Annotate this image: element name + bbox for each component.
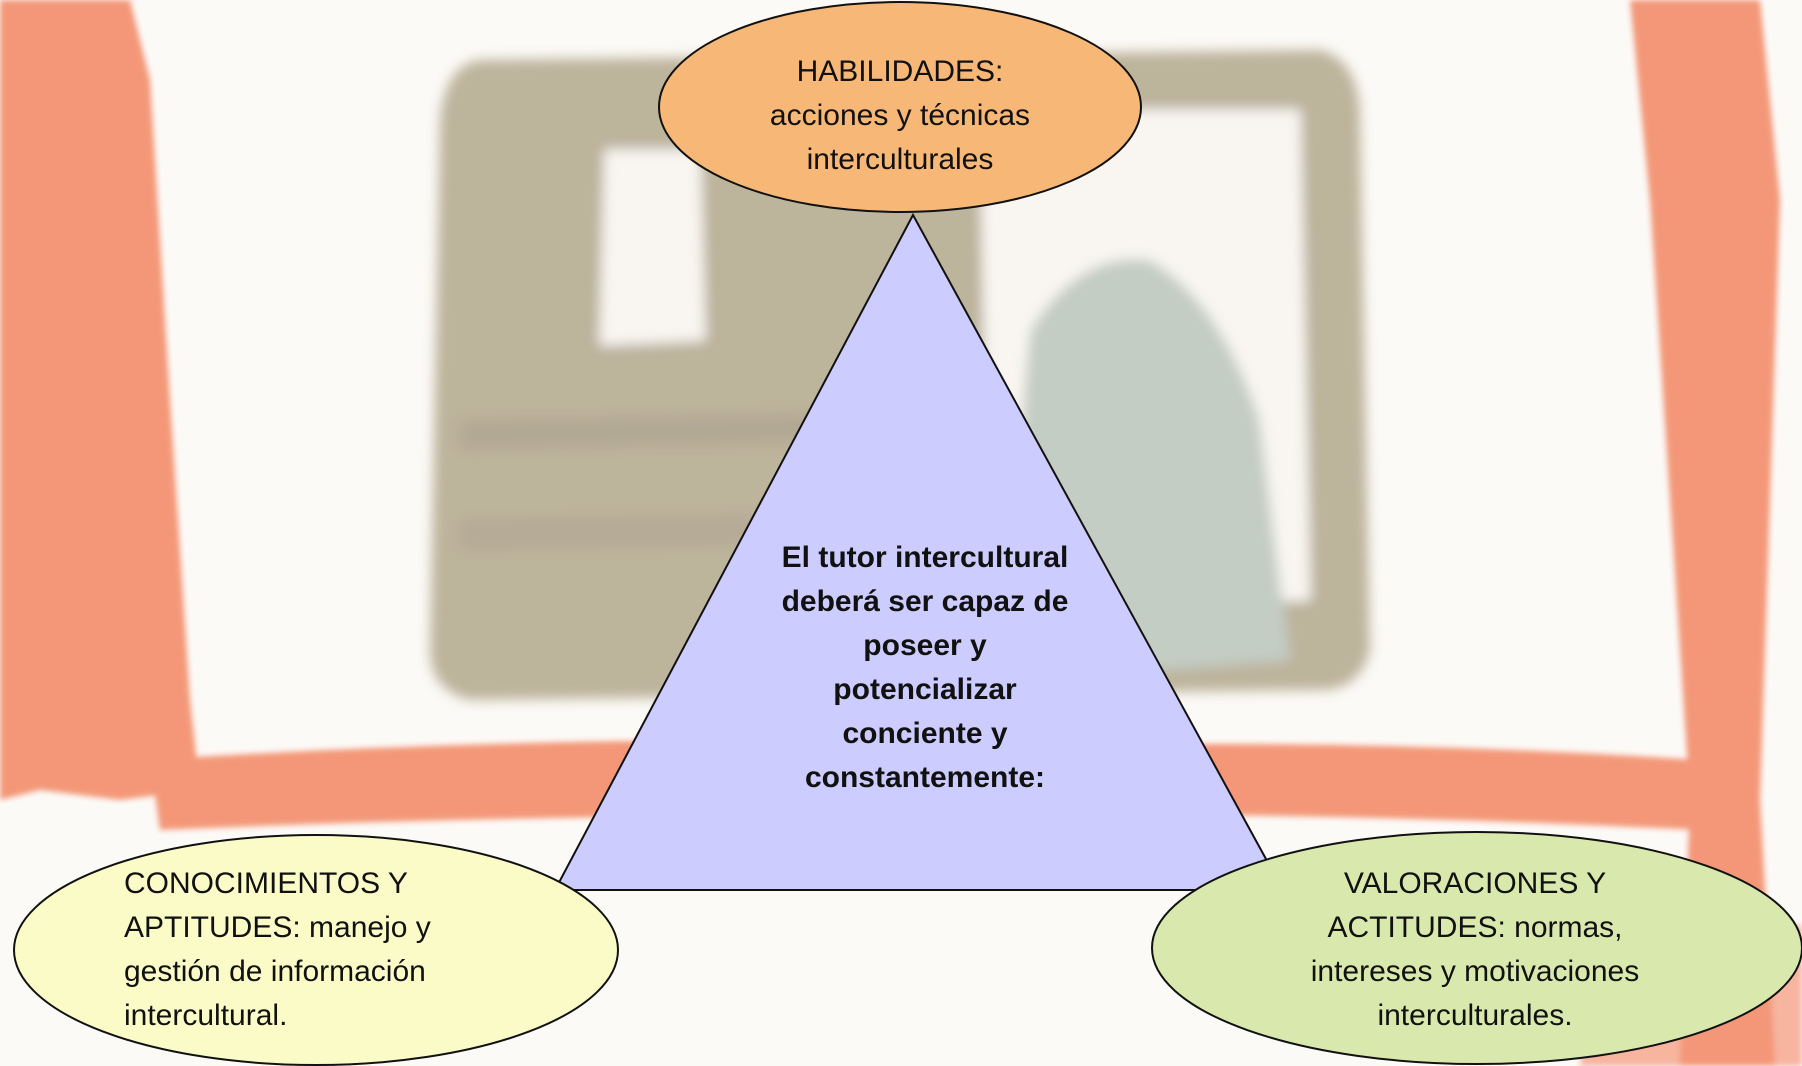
center-triangle	[553, 212, 1285, 891]
valoraciones-line: ACTITUDES: normas,	[1327, 911, 1623, 944]
habilidades-ellipse	[658, 1, 1142, 213]
habilidades-label: HABILIDADES: acciones y técnicas intercu…	[690, 50, 1110, 182]
center-line: El tutor intercultural	[781, 541, 1069, 574]
valoraciones-line: interculturales.	[1377, 999, 1573, 1032]
valoraciones-line: intereses y motivaciones	[1310, 955, 1640, 988]
conocimientos-label: CONOCIMIENTOS Y APTITUDES: manejo y gest…	[124, 862, 544, 1038]
habilidades-line: interculturales	[806, 143, 994, 176]
center-line: conciente y	[842, 717, 1008, 750]
habilidades-line: acciones y técnicas	[769, 99, 1031, 132]
valoraciones-line: VALORACIONES Y	[1343, 867, 1607, 900]
conocimientos-line: APTITUDES: manejo y	[124, 911, 431, 944]
center-line: deberá ser capaz de	[781, 585, 1069, 618]
conocimientos-line: intercultural.	[124, 999, 288, 1032]
valoraciones-ellipse	[1151, 831, 1802, 1065]
center-text: El tutor intercultural deberá ser capaz …	[740, 536, 1110, 800]
center-line: poseer y	[863, 629, 987, 662]
conocimientos-ellipse	[13, 834, 619, 1066]
habilidades-line: HABILIDADES:	[796, 55, 1004, 88]
valoraciones-label: VALORACIONES Y ACTITUDES: normas, intere…	[1245, 862, 1705, 1038]
conocimientos-line: gestión de información	[124, 955, 426, 988]
center-line: constantemente:	[804, 761, 1046, 794]
center-line: potencializar	[833, 673, 1017, 706]
conocimientos-line: CONOCIMIENTOS Y	[124, 867, 408, 900]
